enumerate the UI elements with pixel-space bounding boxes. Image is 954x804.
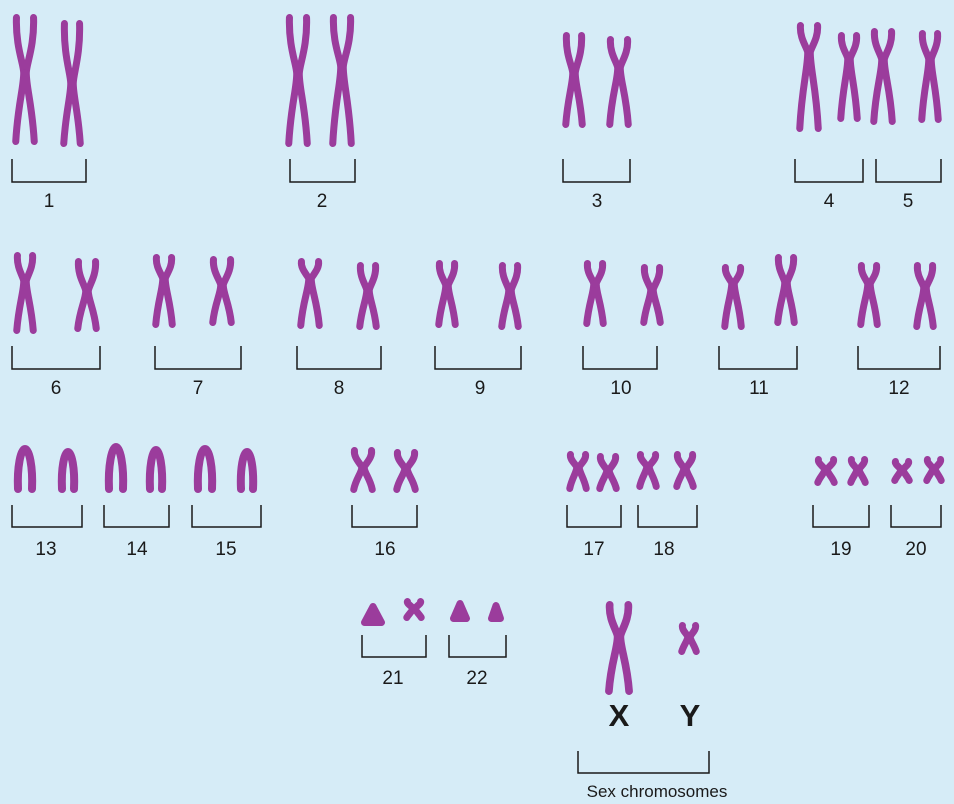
bracket-7 [155,346,241,369]
y-chromosome-label: Y [670,700,710,731]
bracket-18 [638,505,697,527]
chromosome-13-b [62,452,74,489]
chromosome-11-a [725,268,742,327]
pair-label-9: 9 [450,379,510,398]
chromosome-5-b [922,34,939,120]
chromosome-22-a [454,604,467,619]
bracket-13 [12,505,82,527]
chromosome-5-a [874,32,892,122]
bracket-17 [567,505,621,527]
x-chromosome-label: X [599,700,639,731]
bracket-3 [563,159,630,182]
bracket-22 [449,635,506,657]
bracket-5 [876,159,941,182]
chromosome-8-a [301,262,319,326]
bracket-4 [795,159,863,182]
chromosome-17-a [570,455,587,489]
chromosome-1-b [64,24,81,144]
chromosome-3-b [610,40,628,125]
chromosome-2-a [289,18,307,144]
chromosome-3-a [566,36,583,125]
bracket-21 [362,635,426,657]
chromosome-18-a [640,455,657,487]
chromosome-12-a [861,266,878,325]
pair-label-5: 5 [878,192,938,211]
chromosome-17-b [600,457,617,489]
chromosome-16-a [354,451,372,490]
pair-label-3: 3 [567,192,627,211]
chromosome-20-b [927,460,942,481]
pair-label-17: 17 [564,540,624,559]
chromosome-21-a [365,607,382,623]
bracket-sex [578,751,709,773]
pair-label-14: 14 [107,540,167,559]
pair-label-4: 4 [799,192,859,211]
bracket-10 [583,346,657,369]
chromosome-2-b [333,18,351,144]
bracket-2 [290,159,355,182]
chromosome-9-a [439,264,456,325]
pair-label-22: 22 [447,669,507,688]
bracket-8 [297,346,381,369]
chromosome-12-b [917,266,934,327]
x-chromosome [609,605,629,691]
pair-label-1: 1 [19,192,79,211]
bracket-16 [352,505,417,527]
chromosome-8-b [360,266,377,327]
pair-label-2: 2 [292,192,352,211]
chromosome-11-b [778,258,795,323]
chromosome-22-b [492,606,501,619]
pair-label-21: 21 [363,669,423,688]
pair-label-18: 18 [634,540,694,559]
chromosome-4-a [800,26,818,129]
chromosome-15-a [198,449,212,489]
bracket-14 [104,505,169,527]
pair-label-12: 12 [869,379,929,398]
chromosome-13-a [18,449,32,489]
sex-chromosomes-caption: Sex chromosomes [557,783,757,800]
chromosome-19-b [851,460,866,483]
bracket-9 [435,346,521,369]
pair-label-20: 20 [886,540,946,559]
chromosome-21-b [407,602,422,618]
pair-label-6: 6 [26,379,86,398]
bracket-12 [858,346,940,369]
chromosome-19-a [818,460,835,483]
chromosome-14-a [109,447,123,489]
bracket-11 [719,346,797,369]
bracket-6 [12,346,100,369]
pair-label-15: 15 [196,540,256,559]
chromosome-6-a [17,256,34,331]
chromosome-10-b [644,268,661,323]
chromosome-4-b [841,36,858,119]
pair-label-8: 8 [309,379,369,398]
pair-label-11: 11 [729,379,789,398]
bracket-19 [813,505,869,527]
chromosome-7-a [156,258,173,325]
chromosome-9-b [502,266,519,327]
pair-label-13: 13 [16,540,76,559]
pair-label-7: 7 [168,379,228,398]
chromosome-10-a [587,264,604,324]
pair-label-16: 16 [355,540,415,559]
chromosome-1-a [16,18,34,142]
chromosome-15-b [241,452,253,489]
chromosome-14-b [150,450,162,489]
bracket-15 [192,505,261,527]
bracket-20 [891,505,941,527]
chromosome-18-b [677,455,694,487]
y-chromosome [682,626,697,652]
chromosome-7-b [213,260,231,323]
chromosome-20-a [895,462,910,481]
chromosome-6-b [78,262,96,329]
bracket-1 [12,159,86,182]
pair-label-10: 10 [591,379,651,398]
pair-label-19: 19 [811,540,871,559]
chromosome-16-b [397,453,415,490]
